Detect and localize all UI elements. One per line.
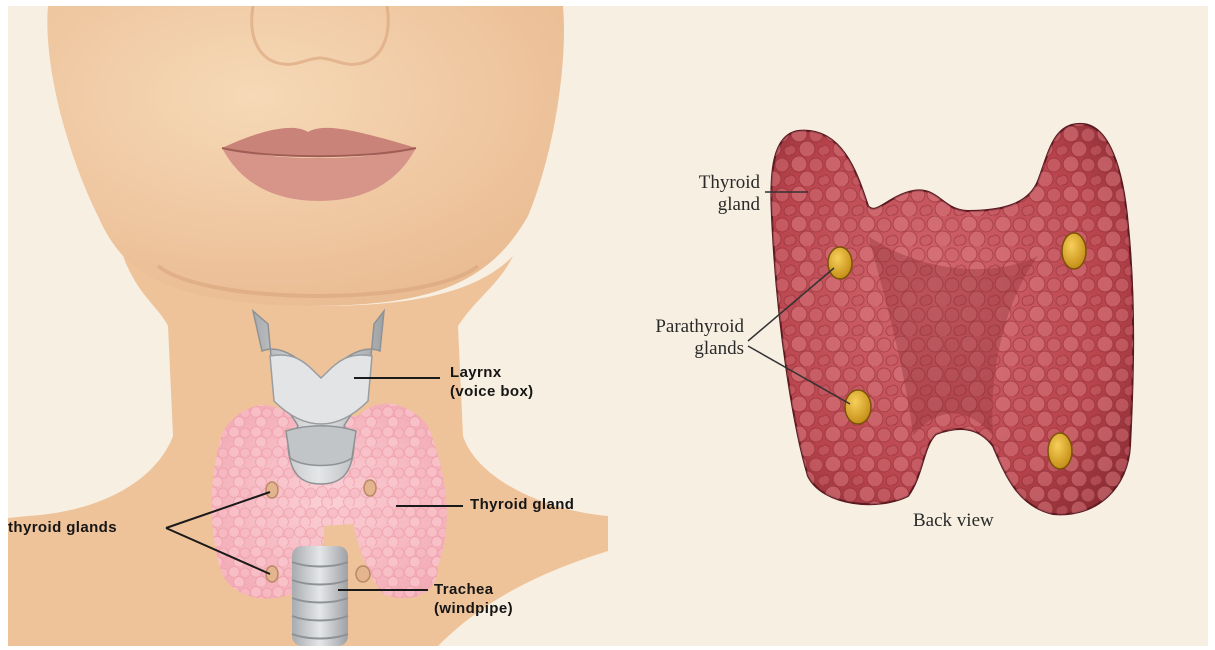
larynx-label-line1: Layrnx (450, 363, 534, 382)
thyroid-anatomy-figure: Layrnx (voice box) Thyroid gland thyroid… (8, 6, 1208, 646)
trachea-label: Trachea (windpipe) (434, 580, 513, 618)
thyroid-gland-label-left: Thyroid gland (470, 496, 574, 513)
thyroid-gland-label-right-line1: Thyroid (660, 172, 760, 194)
trachea-label-line2: (windpipe) (434, 599, 513, 618)
back-view-caption: Back view (913, 510, 994, 532)
parathyroid-glands-label-right-line2: glands (630, 338, 744, 360)
thyroid-gland-label-right: Thyroid gland (660, 172, 760, 216)
larynx-label: Layrnx (voice box) (450, 363, 534, 401)
anatomy-illustration (8, 6, 1208, 646)
thyroid-gland-label-right-line2: gland (660, 194, 760, 216)
larynx-label-line2: (voice box) (450, 382, 534, 401)
trachea (292, 546, 348, 646)
parathyroid-glands-label-left: thyroid glands (8, 519, 117, 536)
parathyroid-glands-label-right: Parathyroid glands (630, 316, 744, 360)
parathyroid-glands-label-right-line1: Parathyroid (630, 316, 744, 338)
trachea-label-line1: Trachea (434, 580, 513, 599)
